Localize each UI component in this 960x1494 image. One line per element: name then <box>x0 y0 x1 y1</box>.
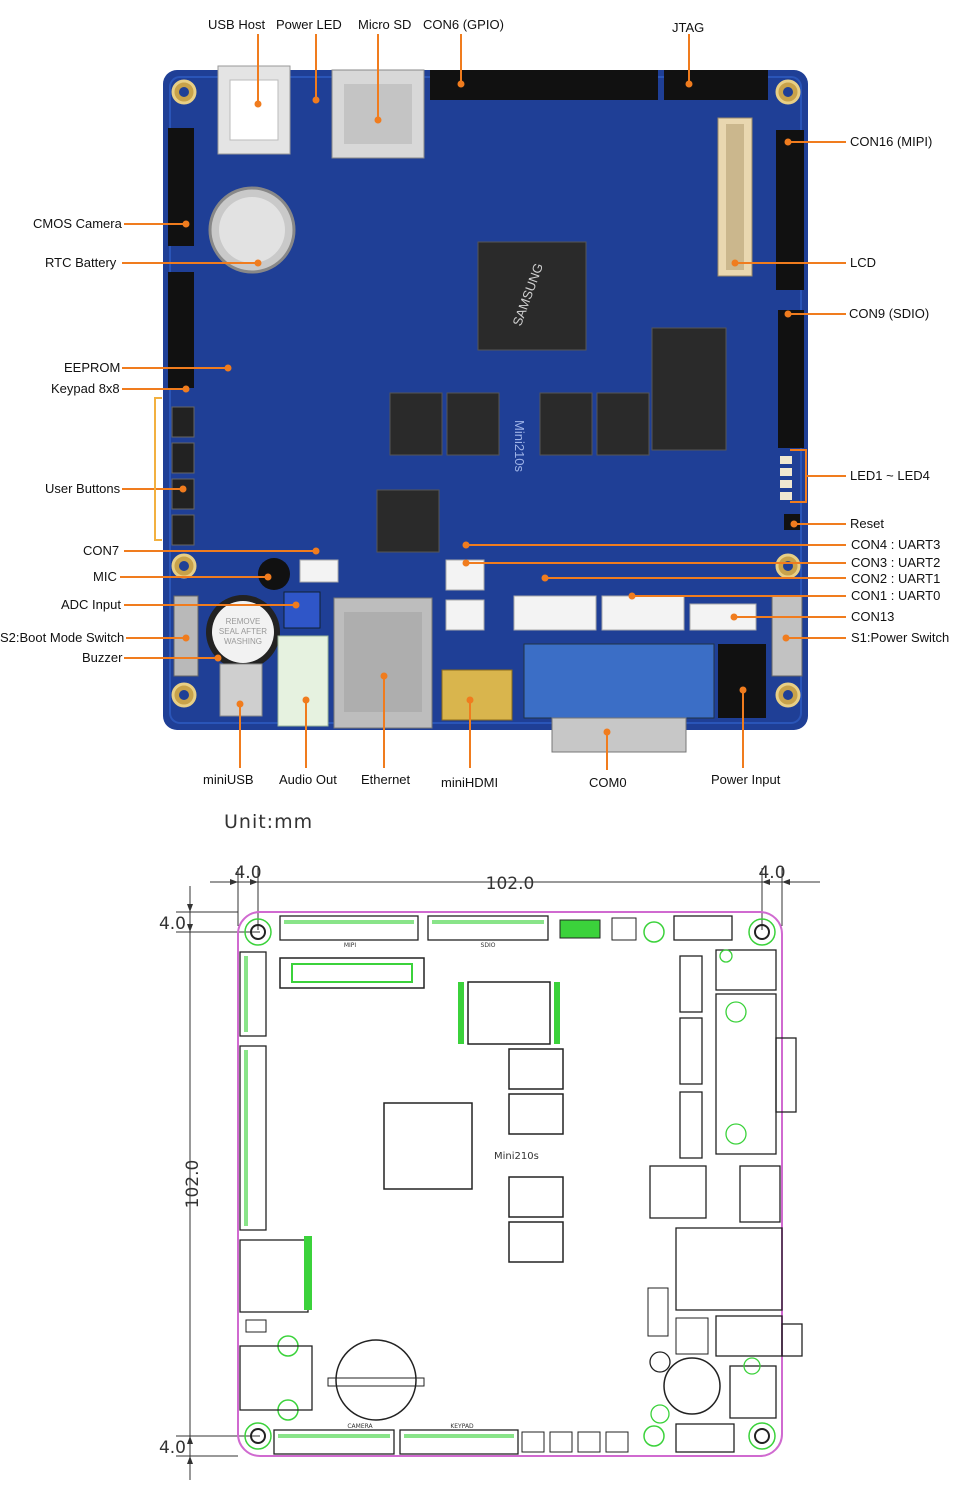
board-photo: SAMSUNG Mini210s REMOVE SEAL AFTER WASHI… <box>120 34 846 770</box>
unit-label: Unit:mm <box>224 811 314 833</box>
nand-chip <box>651 327 727 451</box>
label-con6: CON6 (GPIO) <box>423 17 504 32</box>
drawing-adc <box>675 1317 709 1355</box>
dim-width: 102.0 <box>486 874 535 894</box>
label-jtag: JTAG <box>672 20 705 35</box>
label-micro-sd: Micro SD <box>358 17 412 32</box>
ram-chips <box>389 392 650 456</box>
mounting-holes <box>171 79 801 708</box>
drawing-usb-host <box>239 1345 313 1411</box>
dimension-arrows <box>187 879 790 1464</box>
dim-margin-top: 4.0 <box>159 914 186 934</box>
drawing-con-mipi: MIPI <box>344 942 357 949</box>
cpu-chip <box>477 241 587 351</box>
label-s2: S2:Boot Mode Switch <box>0 630 125 645</box>
drawing-s2 <box>647 1287 669 1337</box>
drawing-con-keypad: KEYPAD <box>450 1423 474 1430</box>
label-s1: S1:Power Switch <box>851 630 950 645</box>
con16-header <box>776 130 804 290</box>
dim-height: 102.0 <box>183 1160 203 1209</box>
minihdmi-port <box>441 669 513 721</box>
drawing-board-name: Mini210s <box>494 1151 539 1162</box>
label-con13: CON13 <box>851 609 895 624</box>
drawing-nand <box>467 981 551 1045</box>
label-con16: CON16 (MIPI) <box>850 134 933 149</box>
drawing-mic <box>649 1351 671 1373</box>
label-rtc: RTC Battery <box>45 255 117 270</box>
board-outline <box>237 911 783 1457</box>
drawing-buzzer <box>663 1357 721 1415</box>
label-power-led: Power LED <box>276 17 342 32</box>
label-buzzer: Buzzer <box>82 650 123 665</box>
drawing-led-block <box>559 919 601 939</box>
label-led: LED1 ~ LED4 <box>850 468 930 483</box>
label-con4: CON4 : UART3 <box>851 537 941 552</box>
drawing-small-connectors <box>521 1431 629 1453</box>
drawing-battery <box>335 1339 417 1421</box>
svg-text:SEAL AFTER: SEAL AFTER <box>219 627 267 636</box>
label-audio-out: Audio Out <box>279 772 337 787</box>
leds <box>780 456 792 500</box>
label-con3: CON3 : UART2 <box>851 555 941 570</box>
drawing-holes <box>244 918 776 1450</box>
label-cmos: CMOS Camera <box>33 216 122 231</box>
label-lcd: LCD <box>850 255 877 270</box>
label-ethernet: Ethernet <box>361 772 411 787</box>
label-usb-host: USB Host <box>208 17 266 32</box>
board-name-silk: Mini210s <box>512 420 527 473</box>
drawing-ram <box>508 1048 564 1263</box>
dimension-lines <box>176 868 820 1480</box>
label-adc: ADC Input <box>61 597 121 612</box>
com0-port <box>523 643 715 719</box>
keypad-header <box>168 272 194 388</box>
label-minihdmi: miniHDMI <box>441 775 499 790</box>
label-mic: MIC <box>93 569 117 584</box>
drawing-lcd-connector <box>279 957 425 989</box>
label-reset: Reset <box>850 516 884 531</box>
mic <box>258 558 290 590</box>
svg-text:REMOVE: REMOVE <box>226 617 261 626</box>
label-power-input: Power Input <box>711 772 781 787</box>
drawing-headers <box>239 915 735 1455</box>
audio-jack <box>277 635 329 727</box>
label-con9: CON9 (SDIO) <box>849 306 930 321</box>
ethernet-chip <box>376 489 440 553</box>
label-eeprom: EEPROM <box>64 360 121 375</box>
svg-text:WASHING: WASHING <box>224 637 262 646</box>
label-miniusb: miniUSB <box>203 772 254 787</box>
label-keypad: Keypad 8x8 <box>51 381 120 396</box>
jtag-header <box>664 70 768 100</box>
label-com0: COM0 <box>589 775 627 790</box>
drawing-con-sdio: SDIO <box>481 942 496 949</box>
label-con1: CON1 : UART0 <box>851 588 941 603</box>
adc-pot <box>283 591 321 629</box>
label-con7: CON7 <box>83 543 120 558</box>
drawing-right-connectors <box>649 949 803 1419</box>
uart-connectors <box>299 559 757 631</box>
dim-margin-right: 4.0 <box>758 863 785 883</box>
dim-margin-left: 4.0 <box>234 863 261 883</box>
con6-header <box>430 70 658 100</box>
label-con2: CON2 : UART1 <box>851 571 941 586</box>
drawing-cpu <box>383 1102 473 1190</box>
leader-lines <box>120 34 846 770</box>
dim-margin-bottom: 4.0 <box>159 1438 186 1458</box>
user-buttons <box>171 406 195 546</box>
con9-header <box>778 310 804 448</box>
drawing-sd <box>239 1239 309 1313</box>
label-user-buttons: User Buttons <box>45 481 121 496</box>
drawing-con-camera: CAMERA <box>347 1423 373 1430</box>
camera-header <box>168 128 194 246</box>
